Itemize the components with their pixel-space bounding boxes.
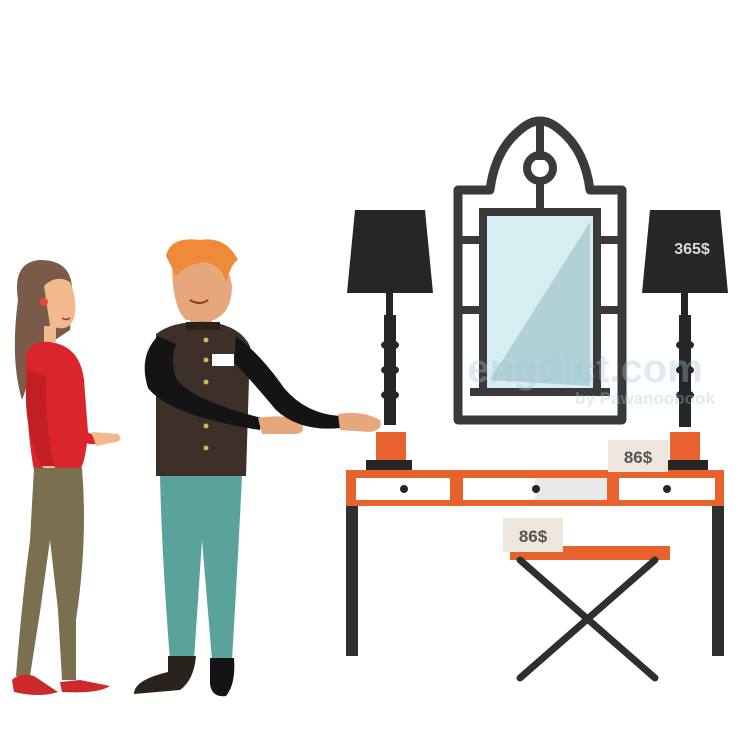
table-price-tag: 86$	[608, 440, 668, 472]
watermark-credit: by Pawanoobook	[575, 389, 715, 408]
left-lamp	[347, 210, 433, 470]
stool-price-tag: 86$	[503, 518, 563, 552]
right-lamp: 365$	[642, 210, 728, 470]
table-price-label: 86$	[624, 448, 653, 467]
woman-customer	[12, 260, 121, 695]
watermark-brand: engdict.com	[467, 347, 703, 391]
stool-price-label: 86$	[519, 527, 548, 546]
console-table	[346, 470, 724, 656]
stool	[510, 546, 670, 682]
lamp-price-label: 365$	[674, 241, 710, 258]
mirror	[453, 116, 627, 425]
watermark: engdict.com by Pawanoobook	[467, 347, 715, 408]
salesman	[134, 239, 381, 697]
